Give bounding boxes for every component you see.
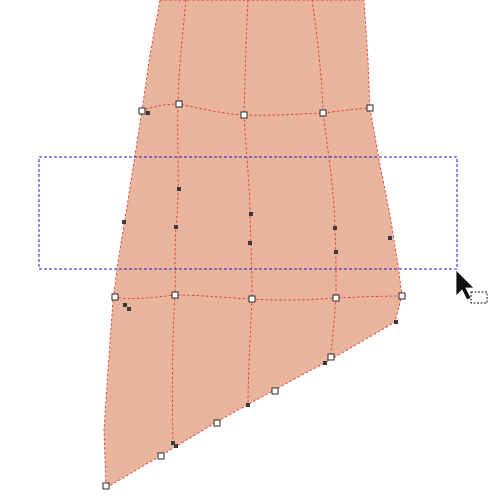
mesh-node-4[interactable] [319, 109, 327, 117]
control-point-13[interactable] [323, 361, 327, 365]
mesh-vertical-lines [171, 0, 337, 445]
mesh-node-6[interactable] [111, 293, 119, 301]
control-point-11[interactable] [127, 307, 131, 311]
control-point-3[interactable] [122, 220, 126, 224]
mesh-node-8[interactable] [248, 295, 256, 303]
control-point-7[interactable] [333, 226, 337, 230]
mesh-line-v3 [311, 0, 337, 359]
mesh-node-7[interactable] [171, 291, 179, 299]
mesh-node-15[interactable] [102, 482, 110, 490]
mesh-node-1[interactable] [138, 107, 146, 115]
mesh-node-handles[interactable] [102, 100, 406, 490]
mesh-line-v2 [243, 0, 253, 406]
control-point-2[interactable] [177, 187, 181, 191]
control-point-6[interactable] [248, 241, 252, 245]
control-point-1[interactable] [146, 111, 150, 115]
control-point-10[interactable] [123, 303, 127, 307]
mesh-node-13[interactable] [271, 387, 279, 395]
envelope-distorted-shape[interactable] [103, 0, 403, 489]
control-point-4[interactable] [174, 225, 178, 229]
mesh-node-5[interactable] [366, 104, 374, 112]
arrow-pointer-icon [455, 269, 475, 301]
mesh-control-points[interactable] [122, 111, 398, 448]
control-point-8[interactable] [334, 250, 338, 254]
mesh-node-12[interactable] [213, 419, 221, 427]
mesh-node-11[interactable] [157, 452, 165, 460]
control-point-12[interactable] [394, 320, 398, 324]
control-point-16[interactable] [246, 403, 250, 407]
mesh-node-14[interactable] [327, 353, 335, 361]
mesh-node-10[interactable] [398, 292, 406, 300]
control-point-5[interactable] [249, 212, 253, 216]
dashed-rectangle-icon [470, 291, 488, 304]
mesh-node-2[interactable] [175, 100, 183, 108]
control-point-9[interactable] [388, 236, 392, 240]
mesh-line-h1 [140, 103, 371, 116]
control-point-14[interactable] [171, 441, 175, 445]
control-point-15[interactable] [174, 444, 178, 448]
mesh-line-v1 [171, 0, 187, 445]
mesh-node-3[interactable] [240, 111, 248, 119]
mesh-node-9[interactable] [332, 294, 340, 302]
